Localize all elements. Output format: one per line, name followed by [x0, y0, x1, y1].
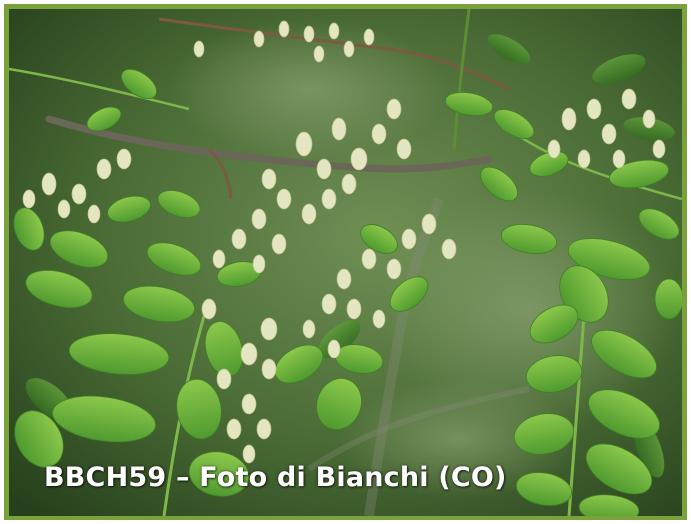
- photo-caption: BBCH59 – Foto di Bianchi (CO): [44, 462, 507, 493]
- robinia-photo: [9, 9, 682, 516]
- plant-illustration: [9, 9, 682, 516]
